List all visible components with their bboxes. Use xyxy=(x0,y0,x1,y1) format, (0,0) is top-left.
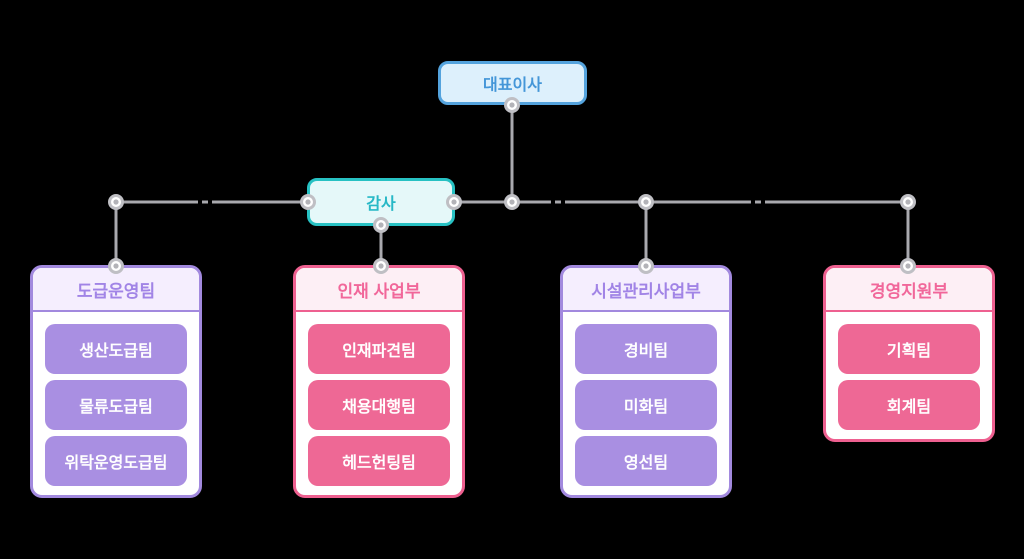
node-ceo-label: 대표이사 xyxy=(483,77,542,94)
team-label: 미화팀 xyxy=(623,399,669,416)
team-node[interactable]: 헤드헌팅팀 xyxy=(308,436,450,486)
team-label: 인재파견팀 xyxy=(342,343,416,360)
dept-title: 시설관리사업부 xyxy=(591,281,701,301)
node-audit[interactable]: 감사 xyxy=(307,178,455,226)
team-node[interactable]: 영선팀 xyxy=(575,436,717,486)
dept-card-contract-operations[interactable]: 도급운영팀 생산도급팀 물류도급팀 위탁운영도급팀 xyxy=(30,265,202,498)
team-label: 채용대행팀 xyxy=(342,399,416,416)
dept-body: 생산도급팀 물류도급팀 위탁운영도급팀 xyxy=(33,312,199,495)
team-node[interactable]: 기획팀 xyxy=(838,324,980,374)
team-label: 생산도급팀 xyxy=(79,343,153,360)
dept-header[interactable]: 경영지원부 xyxy=(826,268,992,312)
team-node[interactable]: 회계팀 xyxy=(838,380,980,430)
team-label: 헤드헌팅팀 xyxy=(342,455,416,472)
team-label: 위탁운영도급팀 xyxy=(64,455,168,472)
dept-body: 인재파견팀 채용대행팀 헤드헌팅팀 xyxy=(296,312,462,495)
team-label: 경비팀 xyxy=(623,343,669,360)
team-node[interactable]: 미화팀 xyxy=(575,380,717,430)
team-label: 물류도급팀 xyxy=(79,399,153,416)
dept-header[interactable]: 도급운영팀 xyxy=(33,268,199,312)
dept-title: 경영지원부 xyxy=(869,281,949,301)
dept-card-management-support[interactable]: 경영지원부 기획팀 회계팀 xyxy=(823,265,995,442)
dept-card-hr-business[interactable]: 인재 사업부 인재파견팀 채용대행팀 헤드헌팅팀 xyxy=(293,265,465,498)
team-node[interactable]: 인재파견팀 xyxy=(308,324,450,374)
team-label: 영선팀 xyxy=(623,455,669,472)
team-node[interactable]: 물류도급팀 xyxy=(45,380,187,430)
dept-header[interactable]: 시설관리사업부 xyxy=(563,268,729,312)
node-audit-label: 감사 xyxy=(366,196,396,213)
dept-header[interactable]: 인재 사업부 xyxy=(296,268,462,312)
node-ceo[interactable]: 대표이사 xyxy=(438,61,587,105)
team-node[interactable]: 채용대행팀 xyxy=(308,380,450,430)
team-node[interactable]: 경비팀 xyxy=(575,324,717,374)
dept-body: 경비팀 미화팀 영선팀 xyxy=(563,312,729,495)
dept-title: 인재 사업부 xyxy=(337,281,421,301)
team-label: 기획팀 xyxy=(886,343,932,360)
team-node[interactable]: 위탁운영도급팀 xyxy=(45,436,187,486)
team-label: 회계팀 xyxy=(886,399,932,416)
dept-body: 기획팀 회계팀 xyxy=(826,312,992,439)
dept-title: 도급운영팀 xyxy=(76,281,156,301)
team-node[interactable]: 생산도급팀 xyxy=(45,324,187,374)
dept-card-facility-management[interactable]: 시설관리사업부 경비팀 미화팀 영선팀 xyxy=(560,265,732,498)
